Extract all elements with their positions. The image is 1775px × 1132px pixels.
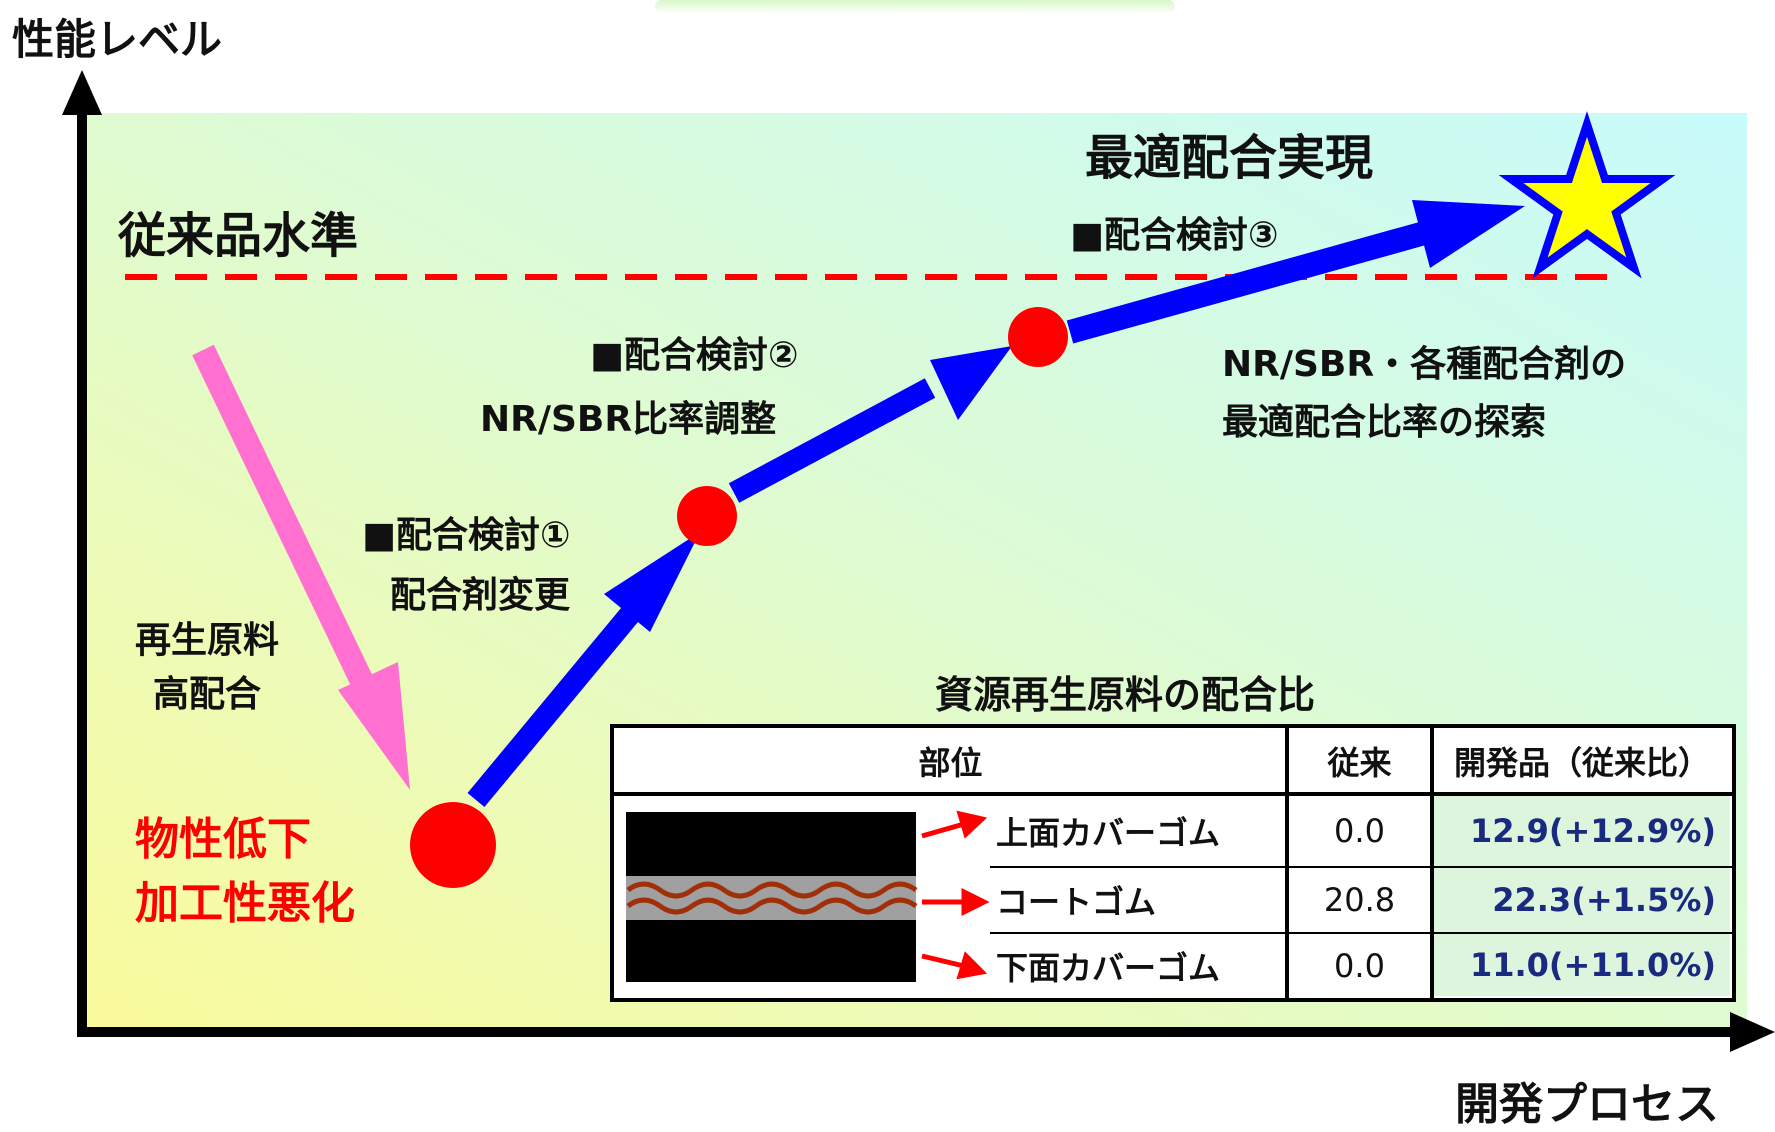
step-2-detail: NR/SBR比率調整 [480, 399, 777, 440]
table-grid [614, 728, 1732, 998]
header-developed: 開発品（従来比） [1453, 744, 1710, 782]
header-conventional: 従来 [1327, 744, 1392, 782]
milestone-start [410, 802, 496, 888]
decline-effect-label: 物性低下 加工性悪化 [135, 814, 355, 929]
row-2-developed: 22.3(+1.5%) [1434, 868, 1730, 932]
table-title: 資源再生原料の配合比 [935, 673, 1316, 717]
goal-star-icon [1498, 111, 1676, 279]
y-axis-arrowhead [62, 70, 102, 115]
x-axis-label: 開発プロセス [1455, 1079, 1719, 1130]
row-1-conventional: 0.0 [1334, 811, 1385, 850]
x-axis-arrowhead [1730, 1012, 1775, 1052]
top-glow [655, 0, 1175, 14]
row-1-part: 上面カバーゴム [996, 813, 1221, 852]
decline-cause-label: 再生原料 高配合 [134, 620, 279, 715]
row-2-part: コートゴム [996, 883, 1157, 921]
step-3-detail: NR/SBR・各種配合剤の 最適配合比率の探索 [1222, 344, 1627, 443]
belt-cross-section [626, 810, 990, 982]
progress-arrow-2 [728, 346, 1012, 503]
step-1-detail: 配合剤変更 [390, 575, 571, 616]
progress-arrow-3 [1066, 200, 1525, 344]
row-2-conventional: 20.8 [1323, 881, 1396, 919]
step-2-title: ■配合検討② [590, 335, 799, 376]
row-1-developed: 12.9(+12.9%) [1434, 796, 1730, 866]
progress-arrow-1 [467, 532, 700, 808]
blend-ratio-table: 部位 従来 開発品（従来比） 上面カバーゴム 0.0 12.9(+12.9%) … [610, 724, 1736, 1002]
row-3-developed: 11.0(+11.0%) [1434, 934, 1730, 996]
y-axis-label: 性能レベル [12, 15, 223, 64]
row-3-conventional: 0.0 [1334, 946, 1385, 985]
reference-label: 従来品水準 [118, 208, 359, 264]
header-part: 部位 [918, 744, 983, 782]
step-1-title: ■配合検討① [362, 515, 571, 556]
row-3-part: 下面カバーゴム [996, 948, 1221, 987]
goal-label: 最適配合実現 [1085, 130, 1374, 186]
milestone-1 [677, 486, 737, 546]
step-3-title: ■配合検討③ [1070, 215, 1279, 256]
decline-arrow [192, 344, 410, 790]
milestone-2 [1008, 307, 1068, 367]
